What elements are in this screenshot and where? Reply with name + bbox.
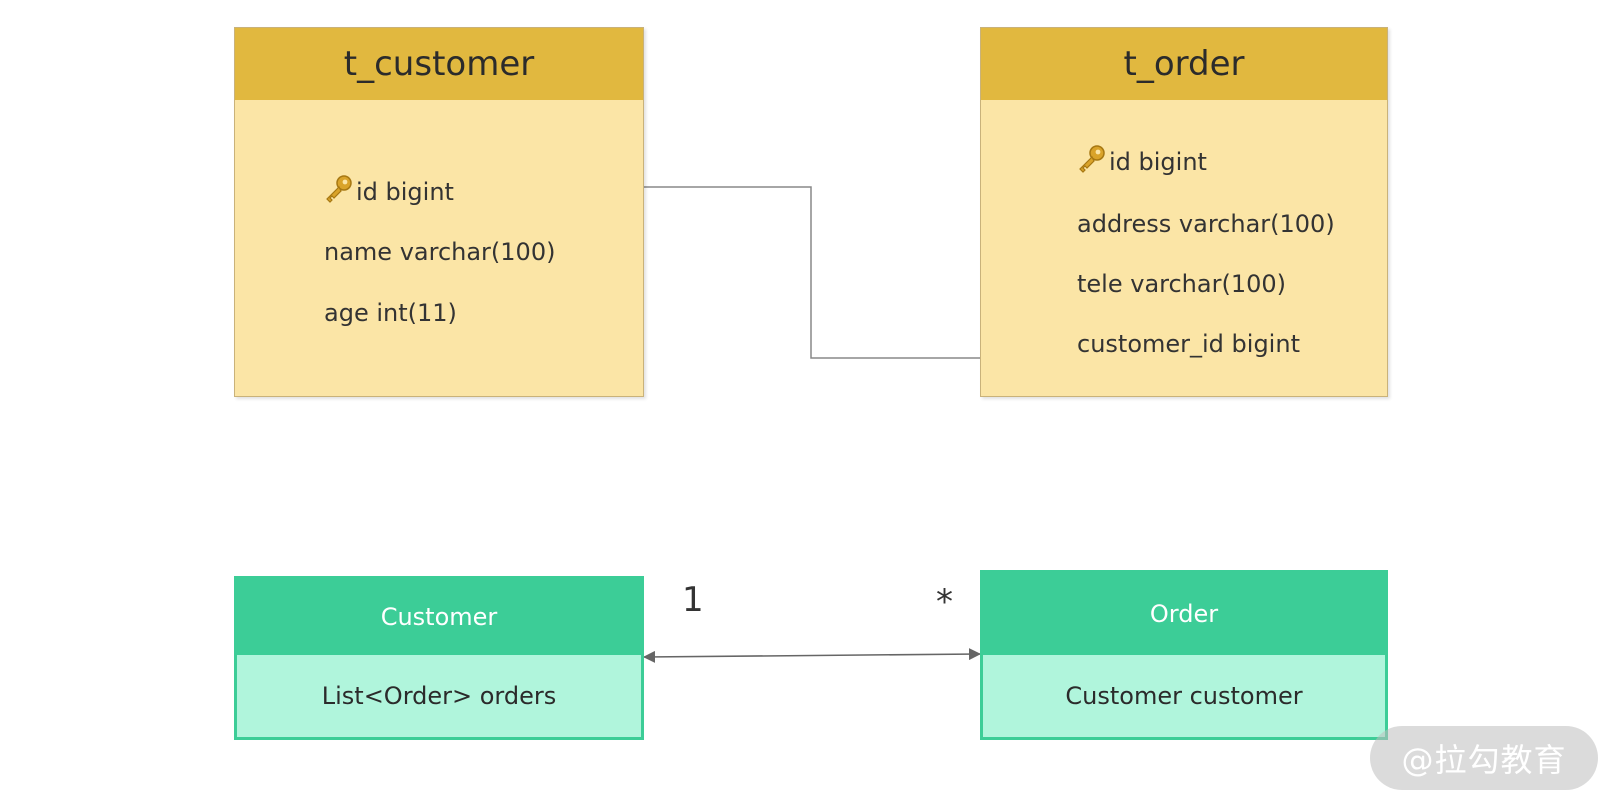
- table-t-order[interactable]: t_order id bigint address varchar(100) t…: [980, 27, 1388, 397]
- class-customer[interactable]: Customer List<Order> orders: [234, 576, 644, 740]
- field-id: id bigint: [1077, 144, 1207, 176]
- class-name: Order: [983, 573, 1385, 655]
- field-address: address varchar(100): [1077, 210, 1335, 238]
- table-t-customer[interactable]: t_customer id bigint name varchar(100) a…: [234, 27, 644, 397]
- class-attribute: List<Order> orders: [321, 682, 557, 710]
- association-line: [643, 648, 981, 663]
- class-attribute: Customer customer: [1065, 682, 1303, 710]
- field-id: id bigint: [324, 174, 454, 206]
- table-header: t_customer: [235, 28, 643, 100]
- table-header: t_order: [981, 28, 1387, 100]
- field-age: age int(11): [324, 299, 457, 327]
- field-customer-id: customer_id bigint: [1077, 330, 1300, 358]
- key-icon: [1079, 145, 1105, 173]
- field-name: name varchar(100): [324, 238, 556, 266]
- class-name: Customer: [237, 579, 641, 655]
- multiplicity-right: *: [936, 582, 953, 622]
- key-icon: [326, 175, 352, 203]
- class-order[interactable]: Order Customer customer: [980, 570, 1388, 740]
- watermark: @拉勾教育: [1370, 726, 1598, 790]
- field-tele: tele varchar(100): [1077, 270, 1287, 298]
- multiplicity-left: 1: [682, 580, 704, 620]
- foreign-key-connector: [644, 186, 980, 359]
